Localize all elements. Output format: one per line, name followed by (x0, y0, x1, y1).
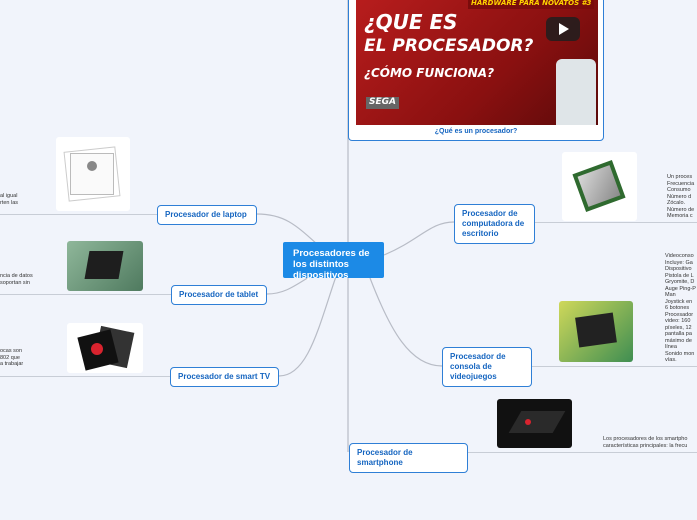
node-tablet[interactable]: Procesador de tablet (171, 285, 267, 305)
tablet-chip-image (67, 241, 143, 291)
video-title-line2: EL PROCESADOR? (364, 36, 534, 56)
node-smart-tv[interactable]: Procesador de smart TV (170, 367, 279, 387)
smartphone-chip-image (497, 399, 572, 448)
laptop-image (56, 137, 130, 211)
video-node[interactable]: HARDWARE PARA NOVATOS #3 ¿QUE ES EL PROC… (348, 0, 604, 141)
desktop-note-line (535, 222, 697, 223)
node-console[interactable]: Procesador de consola de videojuegos (442, 347, 532, 387)
node-desktop[interactable]: Procesador de computadora de escritorio (454, 204, 535, 244)
node-label: Procesador de laptop (165, 210, 247, 219)
console-chip-image (559, 301, 633, 362)
sega-logo: SEGA (366, 97, 399, 109)
video-title-line1: ¿QUE ES (364, 10, 458, 34)
node-label: Procesador de consola de videojuegos (450, 352, 506, 381)
node-label: Procesador de smart TV (178, 372, 271, 381)
play-button[interactable] (546, 17, 580, 41)
node-laptop[interactable]: Procesador de laptop (157, 205, 257, 225)
node-label: Procesador de computadora de escritorio (462, 209, 525, 238)
central-topic[interactable]: Procesadores de los distintos dispositiv… (283, 242, 384, 281)
person-illustration (556, 59, 596, 125)
smarttv-chip-image (67, 323, 143, 373)
smarttv-note-line (0, 376, 170, 377)
node-label: Procesador de tablet (179, 290, 259, 299)
smartphone-note-line (468, 452, 697, 453)
desktop-cpu-image (562, 152, 637, 221)
video-caption: ¿Qué es un procesador? (434, 128, 518, 135)
node-smartphone[interactable]: Procesador de smartphone (349, 443, 468, 473)
video-banner: HARDWARE PARA NOVATOS #3 (468, 0, 595, 9)
play-icon (559, 23, 569, 35)
console-note-line (532, 366, 697, 367)
central-topic-label: Procesadores de los distintos dispositiv… (293, 248, 370, 281)
laptop-note-line (0, 214, 157, 215)
tablet-note-line (0, 294, 171, 295)
video-thumbnail[interactable]: HARDWARE PARA NOVATOS #3 ¿QUE ES EL PROC… (356, 0, 598, 125)
video-title-line3: ¿CÓMO FUNCIONA? (364, 66, 495, 80)
node-label: Procesador de smartphone (357, 448, 413, 467)
